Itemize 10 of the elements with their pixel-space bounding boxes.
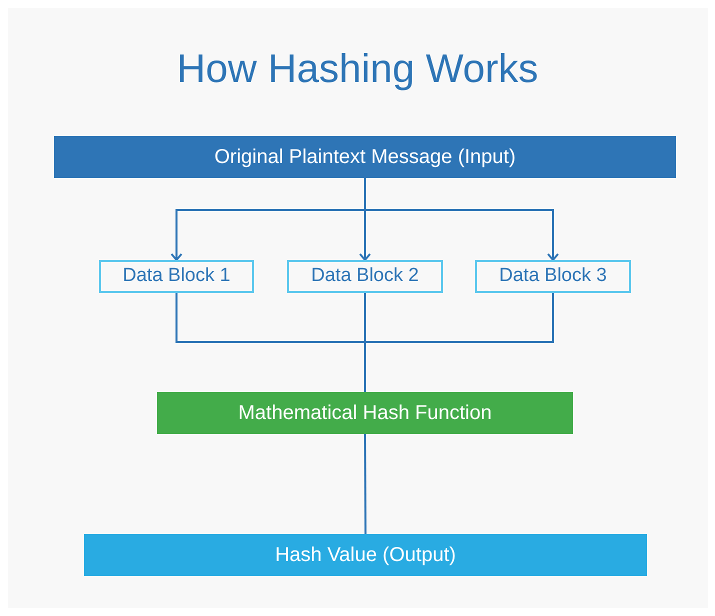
function-box: Mathematical Hash Function (157, 392, 573, 434)
arrow (364, 178, 559, 261)
connector-line (364, 293, 554, 392)
input-banner: Original Plaintext Message (Input) (54, 136, 676, 178)
output-banner: Hash Value (Output) (84, 534, 647, 576)
data-block-box: Data Block 2 (287, 260, 443, 293)
data-block-box: Data Block 1 (99, 260, 254, 293)
title: How Hashing Works (176, 46, 540, 93)
data-block-box: Data Block 3 (475, 260, 631, 293)
connector-line (364, 434, 366, 534)
